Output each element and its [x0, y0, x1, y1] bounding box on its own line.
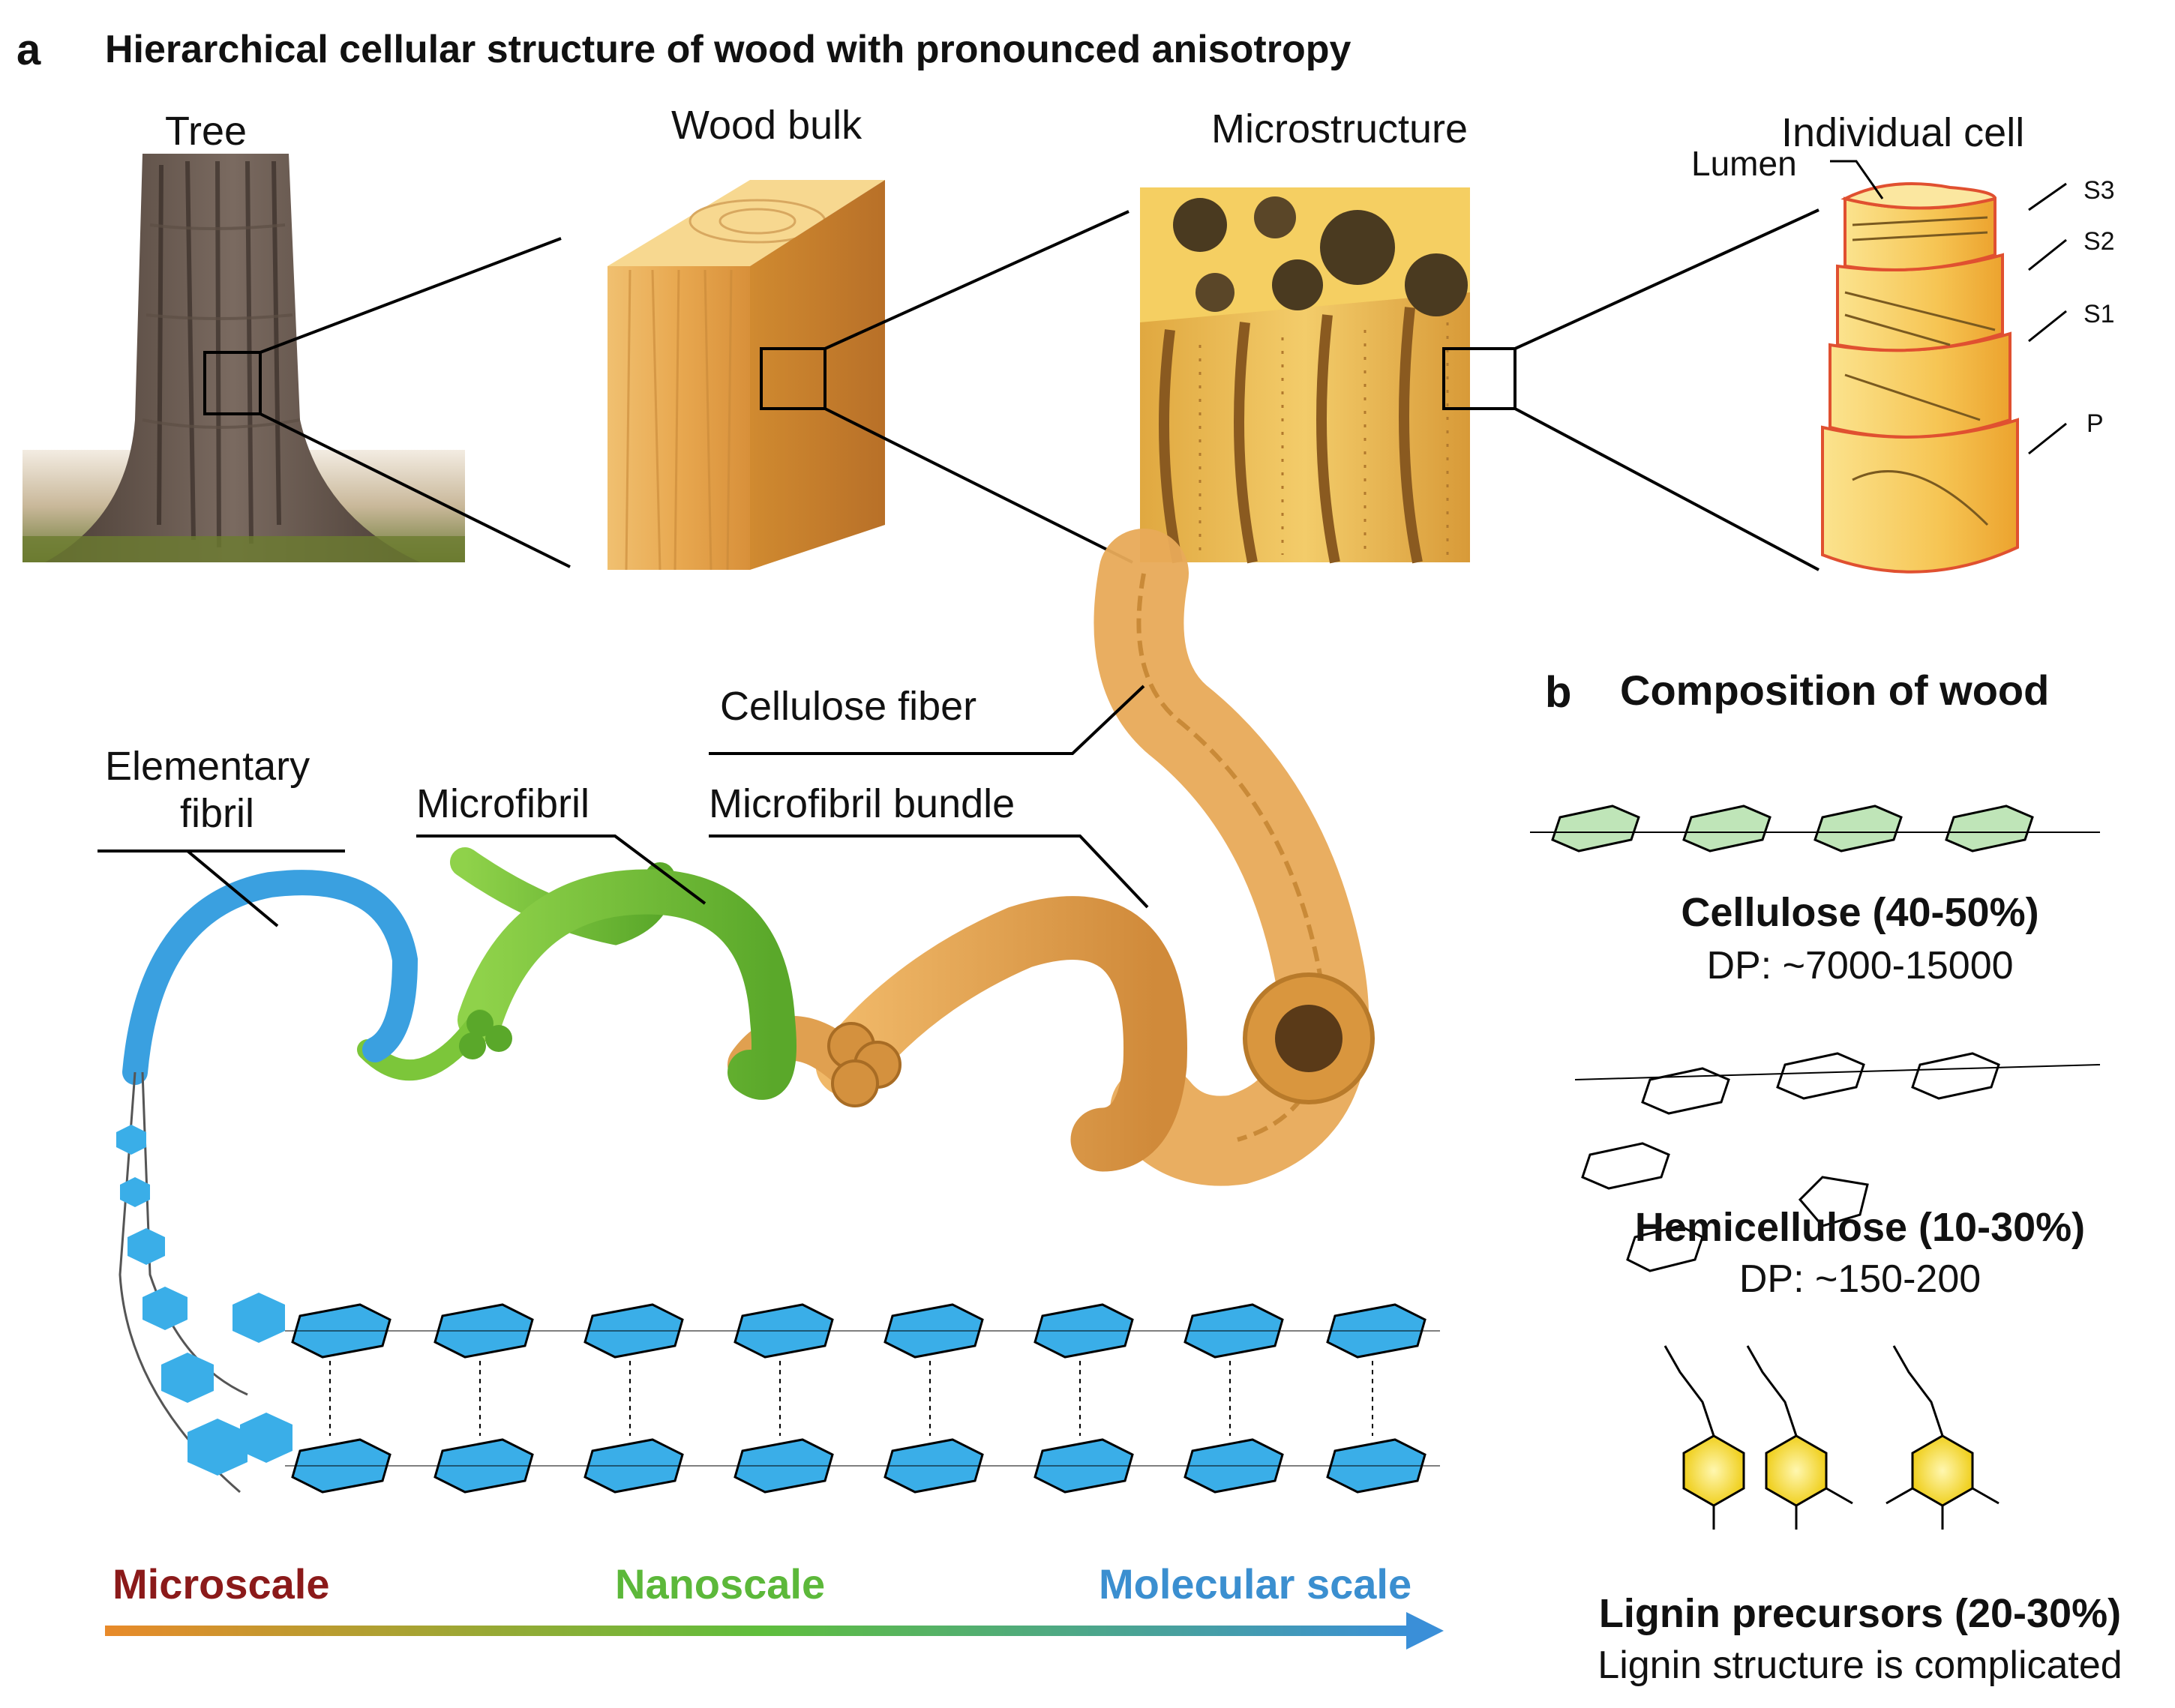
- micro-zoom-box: [1442, 347, 1516, 410]
- glucose-unit-chain: [116, 1125, 292, 1476]
- zoom-line: [1514, 407, 1820, 571]
- wood-bulk-label: Wood bulk: [671, 103, 862, 148]
- individual-cell-image: [1821, 182, 2019, 574]
- lignin-name: Lignin precursors (20-30%): [1598, 1591, 2122, 1636]
- cellulose-dp: DP: ~7000-15000: [1706, 944, 2014, 987]
- p-label: P: [2086, 409, 2104, 438]
- microfibril-bundle-drawing: [728, 896, 1187, 1172]
- tree-image: [22, 154, 465, 562]
- cellulose-fiber-label: Cellulose fiber: [720, 684, 977, 729]
- hemicellulose-name: Hemicellulose (10-30%): [1634, 1205, 2086, 1250]
- microstructure-label: Microstructure: [1211, 106, 1468, 151]
- microfibril-drawing: [357, 847, 796, 1100]
- zoom-line: [824, 407, 1133, 564]
- elementary-fibril-drawing: [118, 870, 418, 1494]
- cellulose-molecular-chains: [285, 1303, 1440, 1494]
- zoom-line: [260, 412, 571, 568]
- microstructure-image: [1140, 187, 1470, 564]
- cellulose-name: Cellulose (40-50%): [1681, 890, 2039, 935]
- fiber-leaders: [98, 685, 1149, 927]
- molecular-scale-label: Molecular scale: [1099, 1560, 1412, 1608]
- s1-label: S1: [2084, 300, 2115, 328]
- zoom-line: [824, 210, 1130, 350]
- tree-label: Tree: [165, 109, 248, 154]
- microfibril-bundle-label: Microfibril bundle: [709, 781, 1016, 826]
- panel-a-letter: a: [16, 25, 41, 74]
- scale-arrow: [105, 1612, 1444, 1650]
- tree-zoom-box: [203, 351, 262, 415]
- cell-layer-leaders: [1830, 160, 2067, 455]
- wood-bulk-image: [608, 180, 885, 571]
- hemicellulose-dp: DP: ~150-200: [1738, 1257, 1982, 1301]
- zoom-line: [1514, 208, 1820, 350]
- panel-b-title: Composition of wood: [1620, 667, 2050, 714]
- cellulose-structure: [1530, 805, 2100, 853]
- nanoscale-label: Nanoscale: [615, 1560, 826, 1608]
- wood-zoom-box: [760, 347, 826, 410]
- hemicellulose-structure: [1574, 1052, 2101, 1272]
- s2-label: S2: [2084, 227, 2115, 256]
- elementary-fibril-label-line2: fibril: [180, 791, 255, 836]
- panel-a-title: Hierarchical cellular structure of wood …: [105, 28, 1352, 71]
- cellulose-fiber-drawing: [1094, 529, 1375, 1186]
- microfibril-label: Microfibril: [416, 781, 590, 826]
- elementary-fibril-label-line1: Elementary: [105, 744, 310, 789]
- panel-b-letter: b: [1545, 668, 1572, 717]
- zoom-line: [260, 237, 562, 354]
- lumen-label: Lumen: [1691, 144, 1797, 183]
- individual-cell-label: Individual cell: [1781, 110, 2025, 155]
- s3-label: S3: [2084, 176, 2115, 205]
- lignin-precursors-structure: [1664, 1345, 2000, 1530]
- lignin-note: Lignin structure is complicated: [1598, 1644, 2122, 1687]
- microscale-label: Microscale: [112, 1560, 330, 1608]
